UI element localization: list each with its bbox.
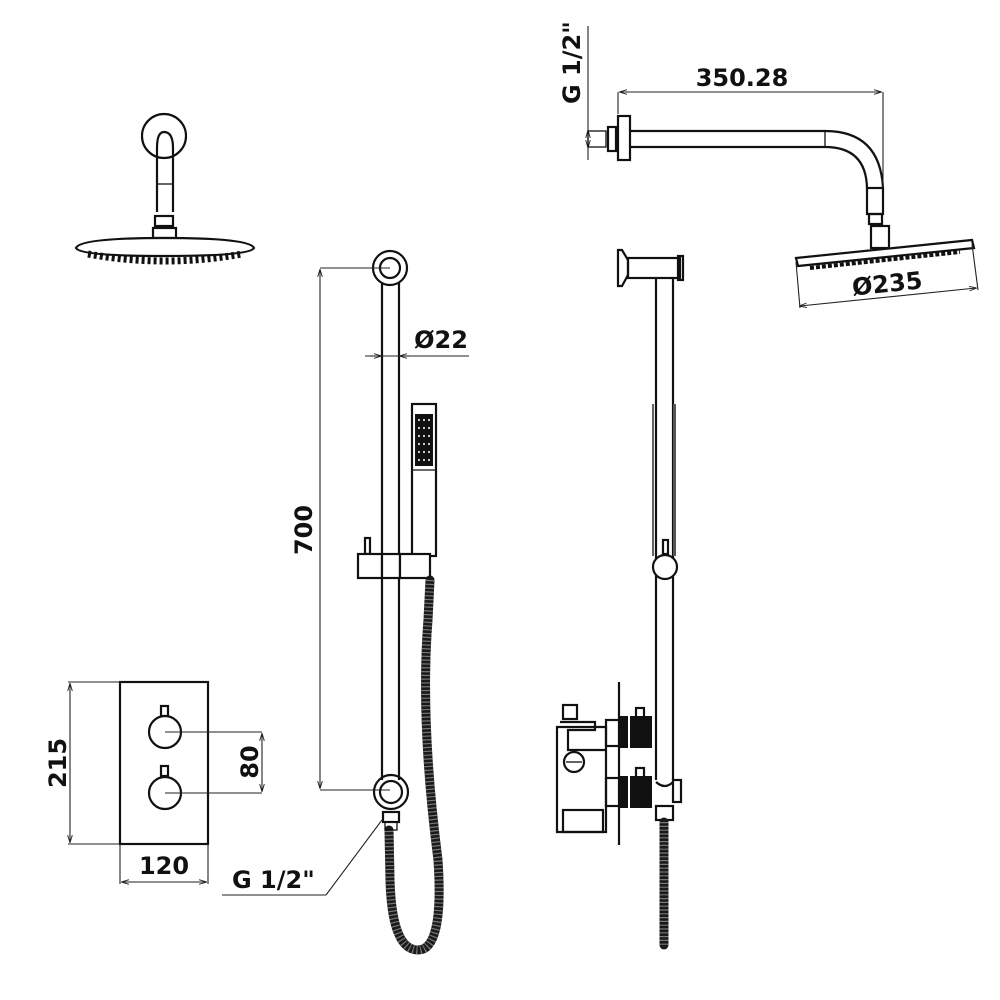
rail-diameter-label: Ø22 [414,326,468,354]
wall-arm-side-view: 350.28 G 1/2" Ø235 [558,21,979,309]
rail-length-label: 700 [290,505,318,555]
fixed-shower-head-front-view [74,112,256,265]
top-thread-label: G 1/2" [558,21,586,104]
plate-width-label: 120 [139,852,189,880]
slide-rail-side-view [555,248,685,950]
arm-length-label: 350.28 [696,64,789,92]
head-diameter-label: Ø235 [851,266,924,301]
valve-plate-front-view: 80 215 120 [44,680,264,884]
outlet-thread-label: G 1/2" [232,866,315,894]
plate-height-label: 215 [44,738,72,788]
handle-spacing-label: 80 [236,745,264,778]
slide-rail-front-view: 700 Ø22 G 1/2" [222,249,469,955]
